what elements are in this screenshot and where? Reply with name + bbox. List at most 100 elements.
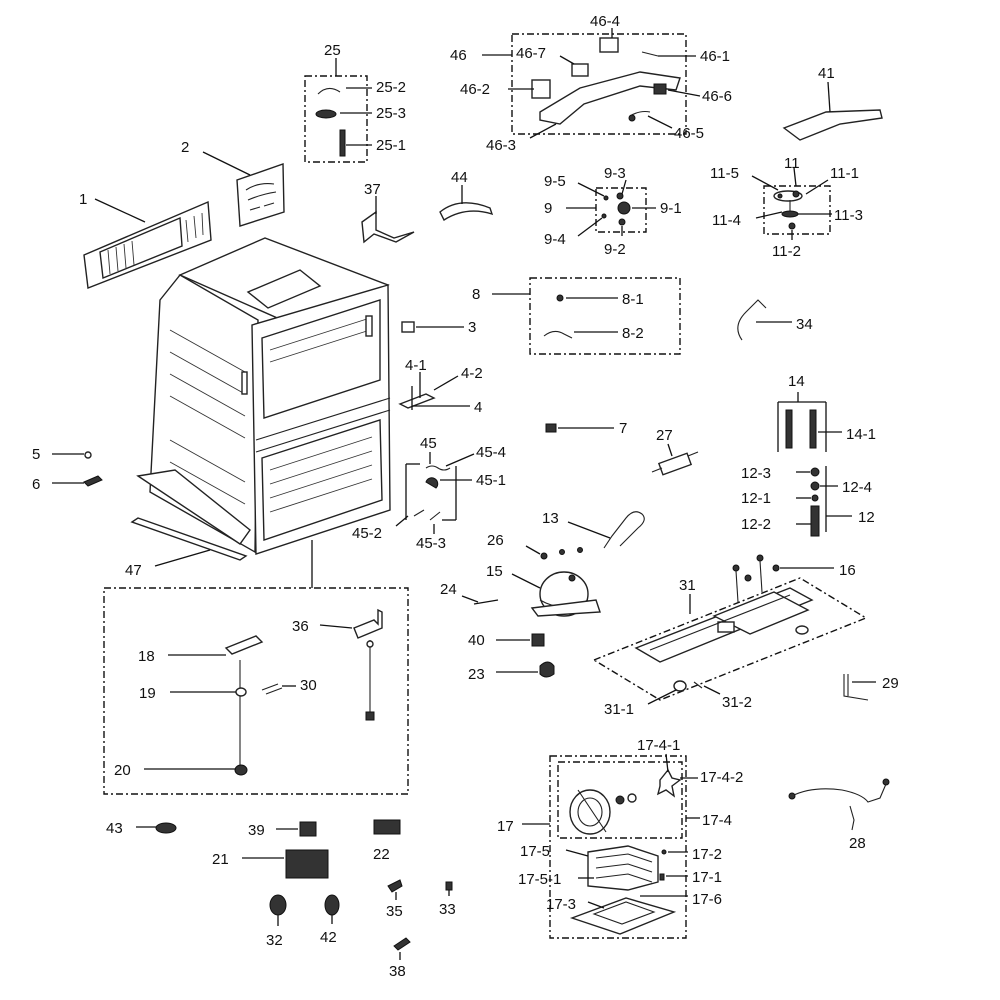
callout-45-2: 45-2 [352, 525, 382, 542]
part-37-bracket[interactable] [361, 210, 415, 244]
part-21[interactable] [285, 849, 329, 879]
part-11-3[interactable] [781, 210, 799, 218]
part-9-4[interactable] [601, 213, 607, 219]
part-46-3-plate[interactable] [539, 71, 681, 125]
part-25-1[interactable] [339, 129, 346, 157]
callout-46-7: 46-7 [516, 45, 546, 62]
part-17-5-duct[interactable] [587, 845, 659, 891]
part-39[interactable] [299, 821, 317, 837]
part-40[interactable] [531, 633, 545, 647]
part-44-hinge[interactable] [439, 202, 494, 222]
part-45-1[interactable] [425, 477, 439, 489]
part-19[interactable] [235, 687, 247, 697]
part-31-1[interactable] [673, 680, 687, 692]
group-11-box [763, 185, 831, 235]
callout-32: 32 [266, 932, 283, 949]
part-1-grille-panel[interactable] [83, 200, 212, 289]
part-8-1[interactable] [556, 294, 564, 302]
part-4-4-1[interactable] [398, 393, 436, 409]
part-23[interactable] [539, 661, 555, 678]
part-32[interactable] [269, 894, 287, 916]
part-17-2[interactable] [661, 849, 667, 855]
part-25-2[interactable] [317, 87, 341, 95]
callout-5: 5 [32, 446, 40, 463]
part-7[interactable] [545, 423, 557, 433]
part-46-2[interactable] [531, 79, 551, 99]
part-14-left-rod[interactable] [785, 409, 793, 449]
part-3[interactable] [401, 321, 415, 333]
callout-11-1: 11-1 [830, 165, 859, 182]
part-47-bottom-cover[interactable] [130, 517, 248, 561]
part-2-label-plate[interactable] [236, 163, 285, 227]
part-18-hinge[interactable] [224, 635, 264, 655]
part-11-2[interactable] [788, 222, 796, 230]
callout-31-2: 31-2 [722, 694, 752, 711]
part-15-compressor[interactable] [530, 571, 601, 617]
part-17-4-fan-motor[interactable] [569, 789, 637, 835]
callout-45-4: 45-4 [476, 444, 506, 461]
part-9-2[interactable] [618, 218, 626, 226]
part-14-1-rod[interactable] [809, 409, 817, 449]
part-30-pins[interactable] [261, 683, 283, 695]
part-12-3[interactable] [810, 467, 820, 477]
part-45-4[interactable] [425, 465, 451, 471]
part-33[interactable] [445, 881, 453, 891]
part-9-3[interactable] [616, 192, 624, 200]
callout-12-2: 12-2 [741, 516, 771, 533]
callout-11-5: 11-5 [710, 165, 739, 182]
part-17-4-1-fan-blade[interactable] [656, 768, 682, 798]
callout-25: 25 [324, 42, 341, 59]
part-16-screws[interactable] [732, 554, 780, 603]
callout-6: 6 [32, 476, 40, 493]
callout-17-4-2: 17-4-2 [700, 769, 743, 786]
part-25-3[interactable] [315, 109, 337, 119]
group-31-box [592, 577, 868, 701]
callout-14: 14 [788, 373, 805, 390]
part-43[interactable] [155, 822, 177, 834]
part-12-2[interactable] [810, 505, 820, 537]
callout-17-1: 17-1 [692, 869, 722, 886]
part-45-2-3[interactable] [413, 509, 441, 521]
callout-11-3: 11-3 [834, 207, 863, 224]
part-22[interactable] [373, 819, 401, 835]
part-8-2[interactable] [543, 330, 573, 339]
part-36-hinge[interactable] [353, 608, 383, 721]
callout-46-4: 46-4 [590, 13, 620, 30]
part-31-base-plate[interactable] [634, 587, 814, 663]
part-31-2[interactable] [693, 681, 703, 689]
part-24[interactable] [473, 599, 499, 605]
part-12-4[interactable] [810, 481, 820, 491]
part-29-pipe[interactable] [843, 674, 869, 701]
callout-46-6: 46-6 [702, 88, 732, 105]
part-9-1[interactable] [617, 201, 631, 215]
part-17-1[interactable] [659, 873, 665, 881]
callout-23: 23 [468, 666, 485, 683]
callout-47: 47 [125, 562, 142, 579]
callout-21: 21 [212, 851, 229, 868]
part-17-3-tray[interactable] [569, 897, 677, 935]
part-41-cover[interactable] [782, 109, 883, 141]
part-46-4[interactable] [599, 37, 619, 53]
part-38[interactable] [393, 937, 411, 951]
part-35[interactable] [387, 879, 403, 893]
callout-17-5: 17-5 [520, 843, 550, 860]
part-34-cable[interactable] [737, 299, 767, 341]
part-6[interactable] [83, 475, 103, 487]
part-20[interactable] [234, 764, 248, 776]
part-46-6[interactable] [653, 83, 667, 95]
part-13-tube[interactable] [603, 511, 645, 549]
callout-46-2: 46-2 [460, 81, 490, 98]
callout-20: 20 [114, 762, 131, 779]
part-12-1[interactable] [811, 494, 819, 502]
callout-45-3: 45-3 [416, 535, 446, 552]
part-46-7[interactable] [571, 63, 589, 77]
part-28-wire-harness[interactable] [788, 778, 890, 831]
refrigerator-cabinet [136, 237, 391, 555]
callout-44: 44 [451, 169, 468, 186]
part-9-5[interactable] [603, 195, 609, 201]
part-26[interactable] [540, 552, 548, 560]
part-27[interactable] [651, 451, 699, 476]
part-42[interactable] [324, 894, 340, 916]
part-5[interactable] [84, 451, 92, 459]
